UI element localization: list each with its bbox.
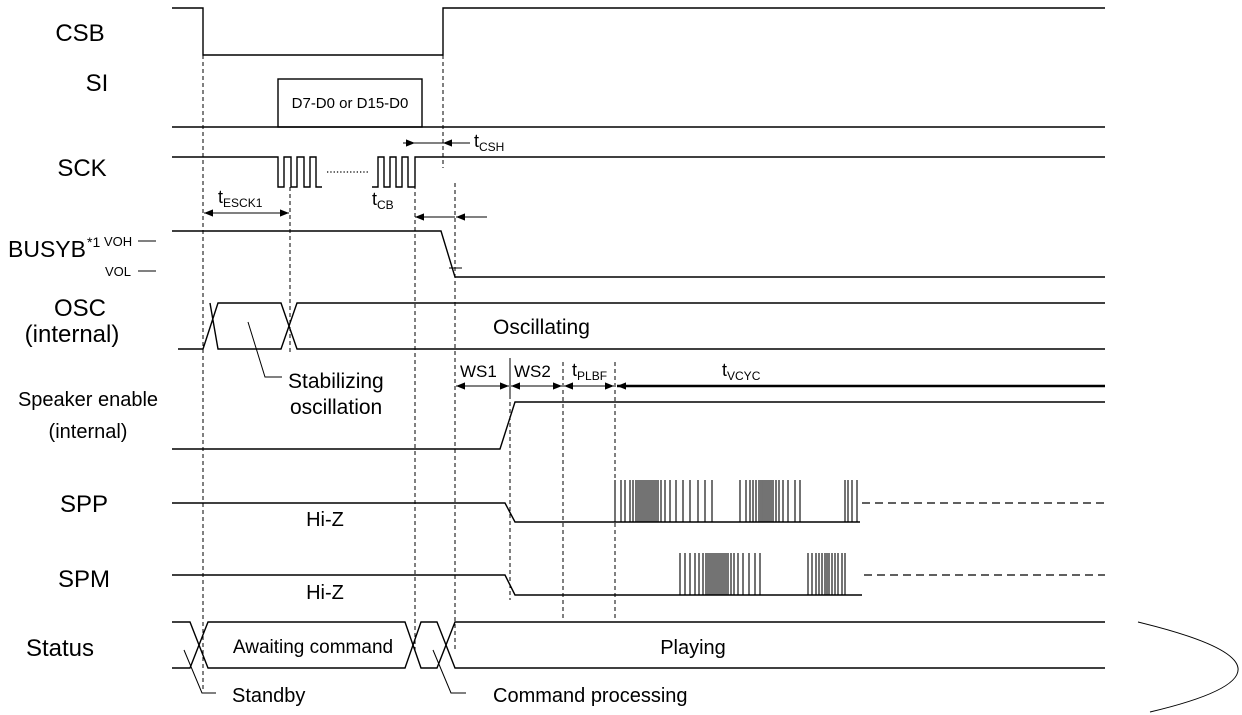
t-plbf-label: tPLBF	[572, 360, 607, 383]
standby-callout-line	[183, 649, 216, 694]
t-csh-label: tCSH	[474, 131, 504, 154]
speaker-enable-waveform	[172, 401, 1105, 450]
t-vcyc-label: tVCYC	[722, 360, 761, 383]
awaiting-command-label: Awaiting command	[233, 637, 393, 658]
osc-waveform-lower	[209, 302, 1105, 350]
ws1-label: WS1	[460, 362, 497, 381]
speaker-enable-internal-label: (internal)	[49, 421, 128, 443]
t-esck1-label: tESCK1	[218, 187, 263, 210]
sck-label: SCK	[57, 155, 106, 182]
vol-label: VOL	[105, 264, 131, 279]
t-cb-label: tCB	[372, 189, 394, 212]
spm-waveform	[172, 574, 862, 596]
continuation-bracket	[1137, 621, 1239, 713]
spm-hiz-label: Hi-Z	[306, 582, 344, 604]
osc-waveform-upper	[178, 302, 1105, 350]
sck-waveform-first-burst	[172, 156, 322, 188]
busyb-label: BUSYB	[8, 236, 86, 262]
playing-label: Playing	[660, 637, 726, 659]
command-processing-label: Command processing	[493, 685, 688, 707]
stabilizing-callout-line	[247, 321, 282, 378]
t-csh-subscript: CSH	[479, 140, 504, 154]
t-symbol: t	[474, 131, 479, 151]
spp-waveform	[172, 502, 860, 523]
t-esck1-marker: tESCK1	[204, 187, 289, 217]
t-cb-subscript: CB	[377, 198, 394, 212]
t-cb-marker: tCB	[372, 189, 487, 221]
busyb-footnote-mark: *1	[87, 234, 100, 250]
spm-pulse-train	[679, 553, 846, 595]
sck-waveform-last-burst	[372, 156, 1105, 188]
status-waveform-upper	[172, 621, 1105, 669]
voh-label: VOH	[104, 234, 132, 249]
t-symbol: t	[372, 189, 377, 209]
csb-waveform	[172, 7, 1105, 56]
t-symbol: t	[572, 360, 577, 380]
timing-reference-lines	[202, 55, 616, 692]
oscillating-label: Oscillating	[493, 316, 590, 339]
stabilizing-label: Stabilizing	[288, 370, 384, 393]
t-plbf-subscript: PLBF	[577, 369, 607, 383]
ws2-label: WS2	[514, 362, 551, 381]
t-vcyc-subscript: VCYC	[727, 369, 761, 383]
spp-pulse-train	[614, 480, 858, 522]
t-esck1-subscript: ESCK1	[223, 196, 263, 210]
spp-label: SPP	[60, 491, 108, 518]
spp-hiz-label: Hi-Z	[306, 509, 344, 531]
t-csh-marker: tCSH	[403, 131, 504, 154]
si-label: SI	[86, 70, 109, 97]
oscillation-label: oscillation	[290, 396, 382, 419]
status-label: Status	[26, 635, 94, 662]
csb-label: CSB	[55, 20, 104, 47]
standby-label: Standby	[232, 685, 305, 707]
speaker-enable-label: Speaker enable	[18, 389, 158, 411]
command-processing-callout-line	[432, 649, 466, 694]
osc-internal-label: (internal)	[25, 321, 120, 348]
spm-label: SPM	[58, 566, 110, 593]
si-data-label: D7-D0 or D15-D0	[292, 95, 409, 112]
busyb-waveform	[172, 230, 1105, 278]
osc-label: OSC	[54, 295, 106, 322]
t-symbol: t	[722, 360, 727, 380]
speaker-timing-markers: WS1 WS2 tPLBF tVCYC	[456, 360, 1105, 390]
t-symbol: t	[218, 187, 223, 207]
